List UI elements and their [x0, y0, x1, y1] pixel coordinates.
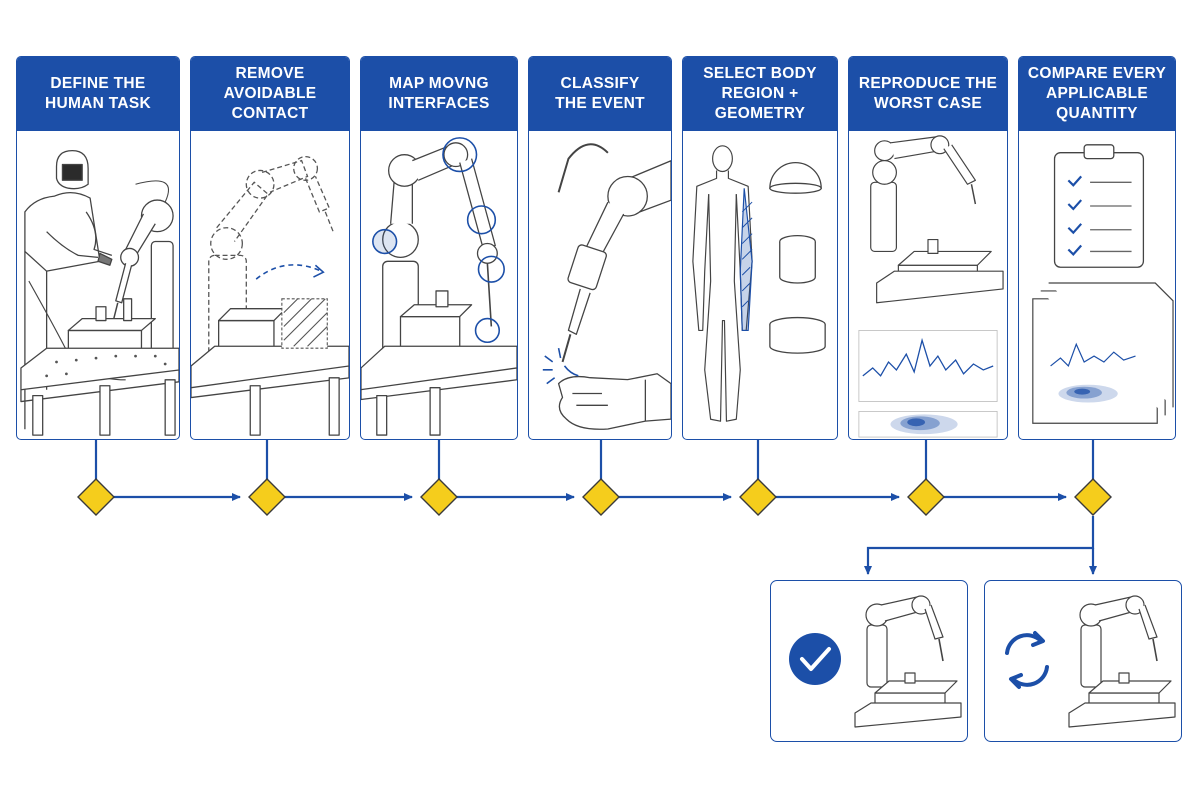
test-rig-measurement-illustration — [858, 135, 1004, 438]
heatmap-layer — [890, 414, 958, 435]
step-title: DEFINE THE HUMAN TASK — [17, 57, 179, 131]
step-panel-classify-event: CLASSIFY THE EVENT — [528, 56, 672, 440]
step-title: MAP MOVNG INTERFACES — [361, 57, 517, 131]
decision-diamond — [907, 478, 945, 516]
pressure-heatmap — [858, 411, 998, 438]
outcome-iterate — [984, 580, 1182, 742]
ghost-robot-removal-illustration — [191, 155, 349, 436]
robot-interfaces-illustration — [361, 137, 517, 436]
welder-at-fixture-illustration — [20, 150, 179, 436]
step-panel-map-interfaces: MAP MOVNG INTERFACES — [360, 56, 518, 440]
step-panel-compare-quantities: COMPARE EVERY APPLICABLE QUANTITY — [1018, 56, 1176, 440]
body-region-geometry-illustration — [692, 145, 826, 422]
pressure-heatmap — [1058, 384, 1118, 403]
step-panel-select-body-region: SELECT BODY REGION + GEOMETRY — [682, 56, 838, 440]
step-panel-define-task: DEFINE THE HUMAN TASK — [16, 56, 180, 440]
step-panel-remove-contact: REMOVE AVOIDABLE CONTACT — [190, 56, 350, 440]
decision-diamond — [1074, 478, 1112, 516]
decision-diamond — [248, 478, 286, 516]
decision-diamonds — [77, 478, 1112, 516]
step-title: COMPARE EVERY APPLICABLE QUANTITY — [1019, 57, 1175, 131]
step-title: REPRODUCE THE WORST CASE — [849, 57, 1007, 131]
cycle-arrows-icon — [1005, 631, 1049, 689]
step-title: CLASSIFY THE EVENT — [529, 57, 671, 131]
heatmap-layer — [907, 418, 926, 427]
torch-contact-illustration — [542, 143, 671, 430]
decision-diamond — [582, 478, 620, 516]
robot-cell-illustration — [854, 595, 962, 728]
outcome-accept — [770, 580, 968, 742]
decision-diamond — [739, 478, 777, 516]
decision-diamond — [77, 478, 115, 516]
checklist-report-illustration — [1032, 144, 1174, 424]
step-panel-reproduce-worst-case: REPRODUCE THE WORST CASE — [848, 56, 1008, 440]
robot-cell-illustration — [1068, 595, 1176, 728]
decision-diamond — [420, 478, 458, 516]
force-plot — [858, 330, 998, 402]
step-title: REMOVE AVOIDABLE CONTACT — [191, 57, 349, 131]
step-title: SELECT BODY REGION + GEOMETRY — [683, 57, 837, 131]
checkmark-circle-icon — [789, 633, 841, 685]
